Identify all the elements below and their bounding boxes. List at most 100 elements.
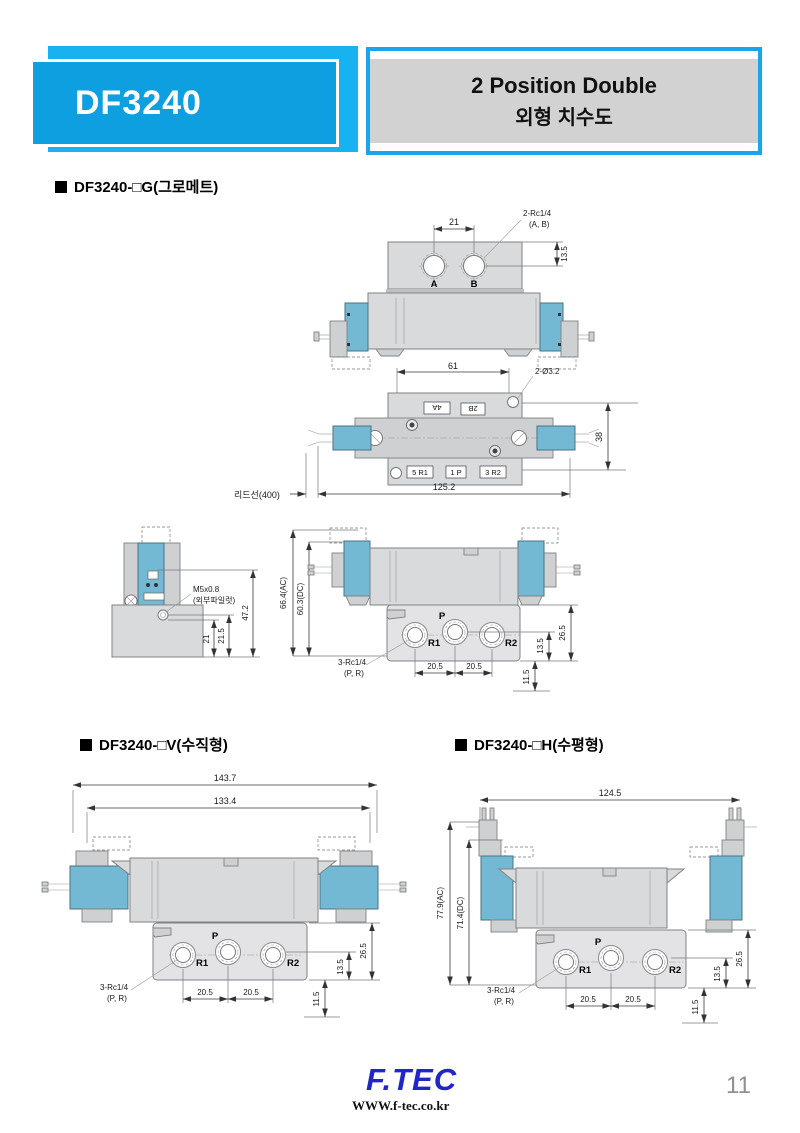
callout-3rc14: 3-Rc1/4 (P, R) — [338, 639, 410, 678]
manifold-base: P R1 R2 — [386, 604, 521, 662]
callout-text: 3-Rc1/4 — [100, 983, 129, 992]
port-r2-hole — [647, 954, 663, 970]
side-dims: 21 21.5 47.2 — [158, 569, 260, 658]
callout-text: 2-Ø3.2 — [535, 367, 560, 376]
drawing-h: 124.5 77.9(AC) 71.4(DC) — [436, 788, 757, 1024]
callout-text: (외부파일럿) — [193, 595, 235, 605]
dim-label: 20.5 — [625, 995, 641, 1004]
page-number: 11 — [726, 1072, 751, 1099]
drawing-g-port-view: 66.4(AC) 60.3(DC) — [279, 527, 581, 692]
manifold-base: P R1 R2 — [535, 929, 687, 989]
port-r2-label: R2 — [669, 965, 681, 976]
dim-label: 21.5 — [217, 628, 226, 644]
dim-label: 13.5 — [336, 959, 345, 975]
solenoid-left — [343, 540, 371, 597]
port-label-5r1: 5 R1 — [412, 468, 428, 477]
dim-label: 26.5 — [359, 943, 368, 959]
model-badge: DF3240 — [30, 46, 358, 154]
lead-wire-label: 리드선(400) — [234, 490, 280, 500]
port-p-label: P — [439, 611, 446, 622]
base-dims: 26.5 13.5 11.5 — [286, 922, 380, 1018]
port-p-hole — [603, 950, 619, 966]
callout-text: (A, B) — [529, 220, 550, 229]
port-label-4a: 4A — [432, 403, 441, 412]
dim-label: 77.9(AC) — [436, 887, 445, 919]
valve-assembly — [466, 807, 757, 933]
dim-label: 125.2 — [433, 482, 456, 492]
port-p-hole — [220, 944, 236, 960]
model-name: DF3240 — [75, 83, 202, 122]
dim-label: 133.4 — [214, 796, 237, 806]
solenoid-right — [319, 865, 379, 910]
manifold-base: P R1 R2 — [152, 922, 308, 981]
base-dims: 13.5 26.5 11.5 — [468, 604, 578, 692]
callout-m5: M5x0.8 (외부파일럿) — [165, 585, 235, 613]
section-title-h-label: DF3240-□H(수평형) — [474, 737, 604, 754]
dim-label: 38 — [594, 432, 604, 442]
port-a-hole — [421, 253, 447, 279]
pitch-dims: 20.5 20.5 — [565, 973, 656, 1010]
callout-text: M5x0.8 — [193, 585, 220, 594]
width-dims: 143.7 133.4 — [72, 773, 378, 843]
solenoid-left — [480, 855, 514, 921]
height-dims: 77.9(AC) 71.4(DC) — [436, 821, 543, 986]
dim-label: 21 — [449, 217, 459, 227]
dim-125-2: 125.2 리드선(400) — [234, 446, 571, 500]
dim-label: 124.5 — [599, 788, 622, 798]
port-r1-label: R1 — [579, 965, 592, 976]
port-id-labels: 4A 2B 5 R1 1 P 3 R2 — [406, 401, 507, 479]
valve-assembly — [307, 527, 581, 606]
mounting-hole — [507, 396, 519, 408]
solenoid-right — [536, 425, 576, 451]
port-label-1p: 1 P — [450, 468, 461, 477]
dim-label: 20.5 — [197, 988, 213, 997]
drawing-g-plan-view: 61 4A — [234, 361, 638, 500]
section-title-g-label: DF3240-□G(그로메트) — [74, 179, 219, 196]
dim-label: 20.5 — [580, 995, 596, 1004]
dim-13-5: 13.5 — [486, 241, 569, 267]
port-p-hole — [447, 624, 463, 640]
callout-rc14-ab: 2-Rc1/4 (A, B) — [483, 209, 552, 259]
pitch-dims: 20.5 20.5 — [182, 966, 274, 1003]
dim-label: 20.5 — [243, 988, 259, 997]
dim-label: 71.4(DC) — [456, 896, 465, 929]
ftec-url: WWW.f-tec.co.kr — [352, 1098, 450, 1113]
callout-text: 3-Rc1/4 — [487, 986, 516, 995]
port-r2-label: R2 — [287, 958, 299, 969]
port-label-2b: 2B — [468, 404, 477, 413]
port-r2-hole — [265, 947, 281, 963]
solenoid-right — [517, 540, 545, 597]
dim-label: 47.2 — [241, 605, 250, 621]
dim-38: 38 — [522, 402, 638, 471]
drawing-g-top-view: A B 21 2-Rc1/4 (A, B) 13.5 — [313, 209, 595, 370]
section-title-v-label: DF3240-□V(수직형) — [99, 737, 228, 754]
valve-assembly — [41, 836, 407, 923]
dim-label: 11.5 — [312, 991, 321, 1007]
page-subtitle: 외형 치수도 — [515, 106, 613, 129]
port-r1-hole — [407, 627, 423, 643]
dim-label: 26.5 — [558, 625, 567, 641]
solenoid-left — [69, 865, 129, 910]
valve-front-body — [313, 292, 595, 370]
solenoid-right — [709, 855, 743, 921]
dim-label: 13.5 — [713, 966, 722, 982]
callout-text: (P, R) — [344, 669, 364, 678]
callout-text: 3-Rc1/4 — [338, 658, 367, 667]
port-r1-hole — [175, 947, 191, 963]
top-plate: A B — [386, 241, 524, 293]
port-r1-hole — [558, 954, 574, 970]
callout-text: (P, R) — [494, 997, 514, 1006]
callout-text: (P, R) — [107, 994, 127, 1003]
port-label-3r2: 3 R2 — [485, 468, 501, 477]
dim-label: 143.7 — [214, 773, 237, 783]
dim-label: 21 — [202, 634, 211, 643]
model-badge-front: DF3240 — [30, 59, 339, 147]
section-title-g: DF3240-□G(그로메트) — [55, 176, 218, 197]
side-valve — [111, 526, 204, 658]
mounting-hole — [390, 467, 402, 479]
callout-2phi32: 2-Ø3.2 — [517, 367, 560, 399]
dim-label: 11.5 — [522, 669, 531, 685]
width-dims: 124.5 — [479, 788, 741, 853]
ftec-logo: F.TEC — [366, 1062, 458, 1097]
